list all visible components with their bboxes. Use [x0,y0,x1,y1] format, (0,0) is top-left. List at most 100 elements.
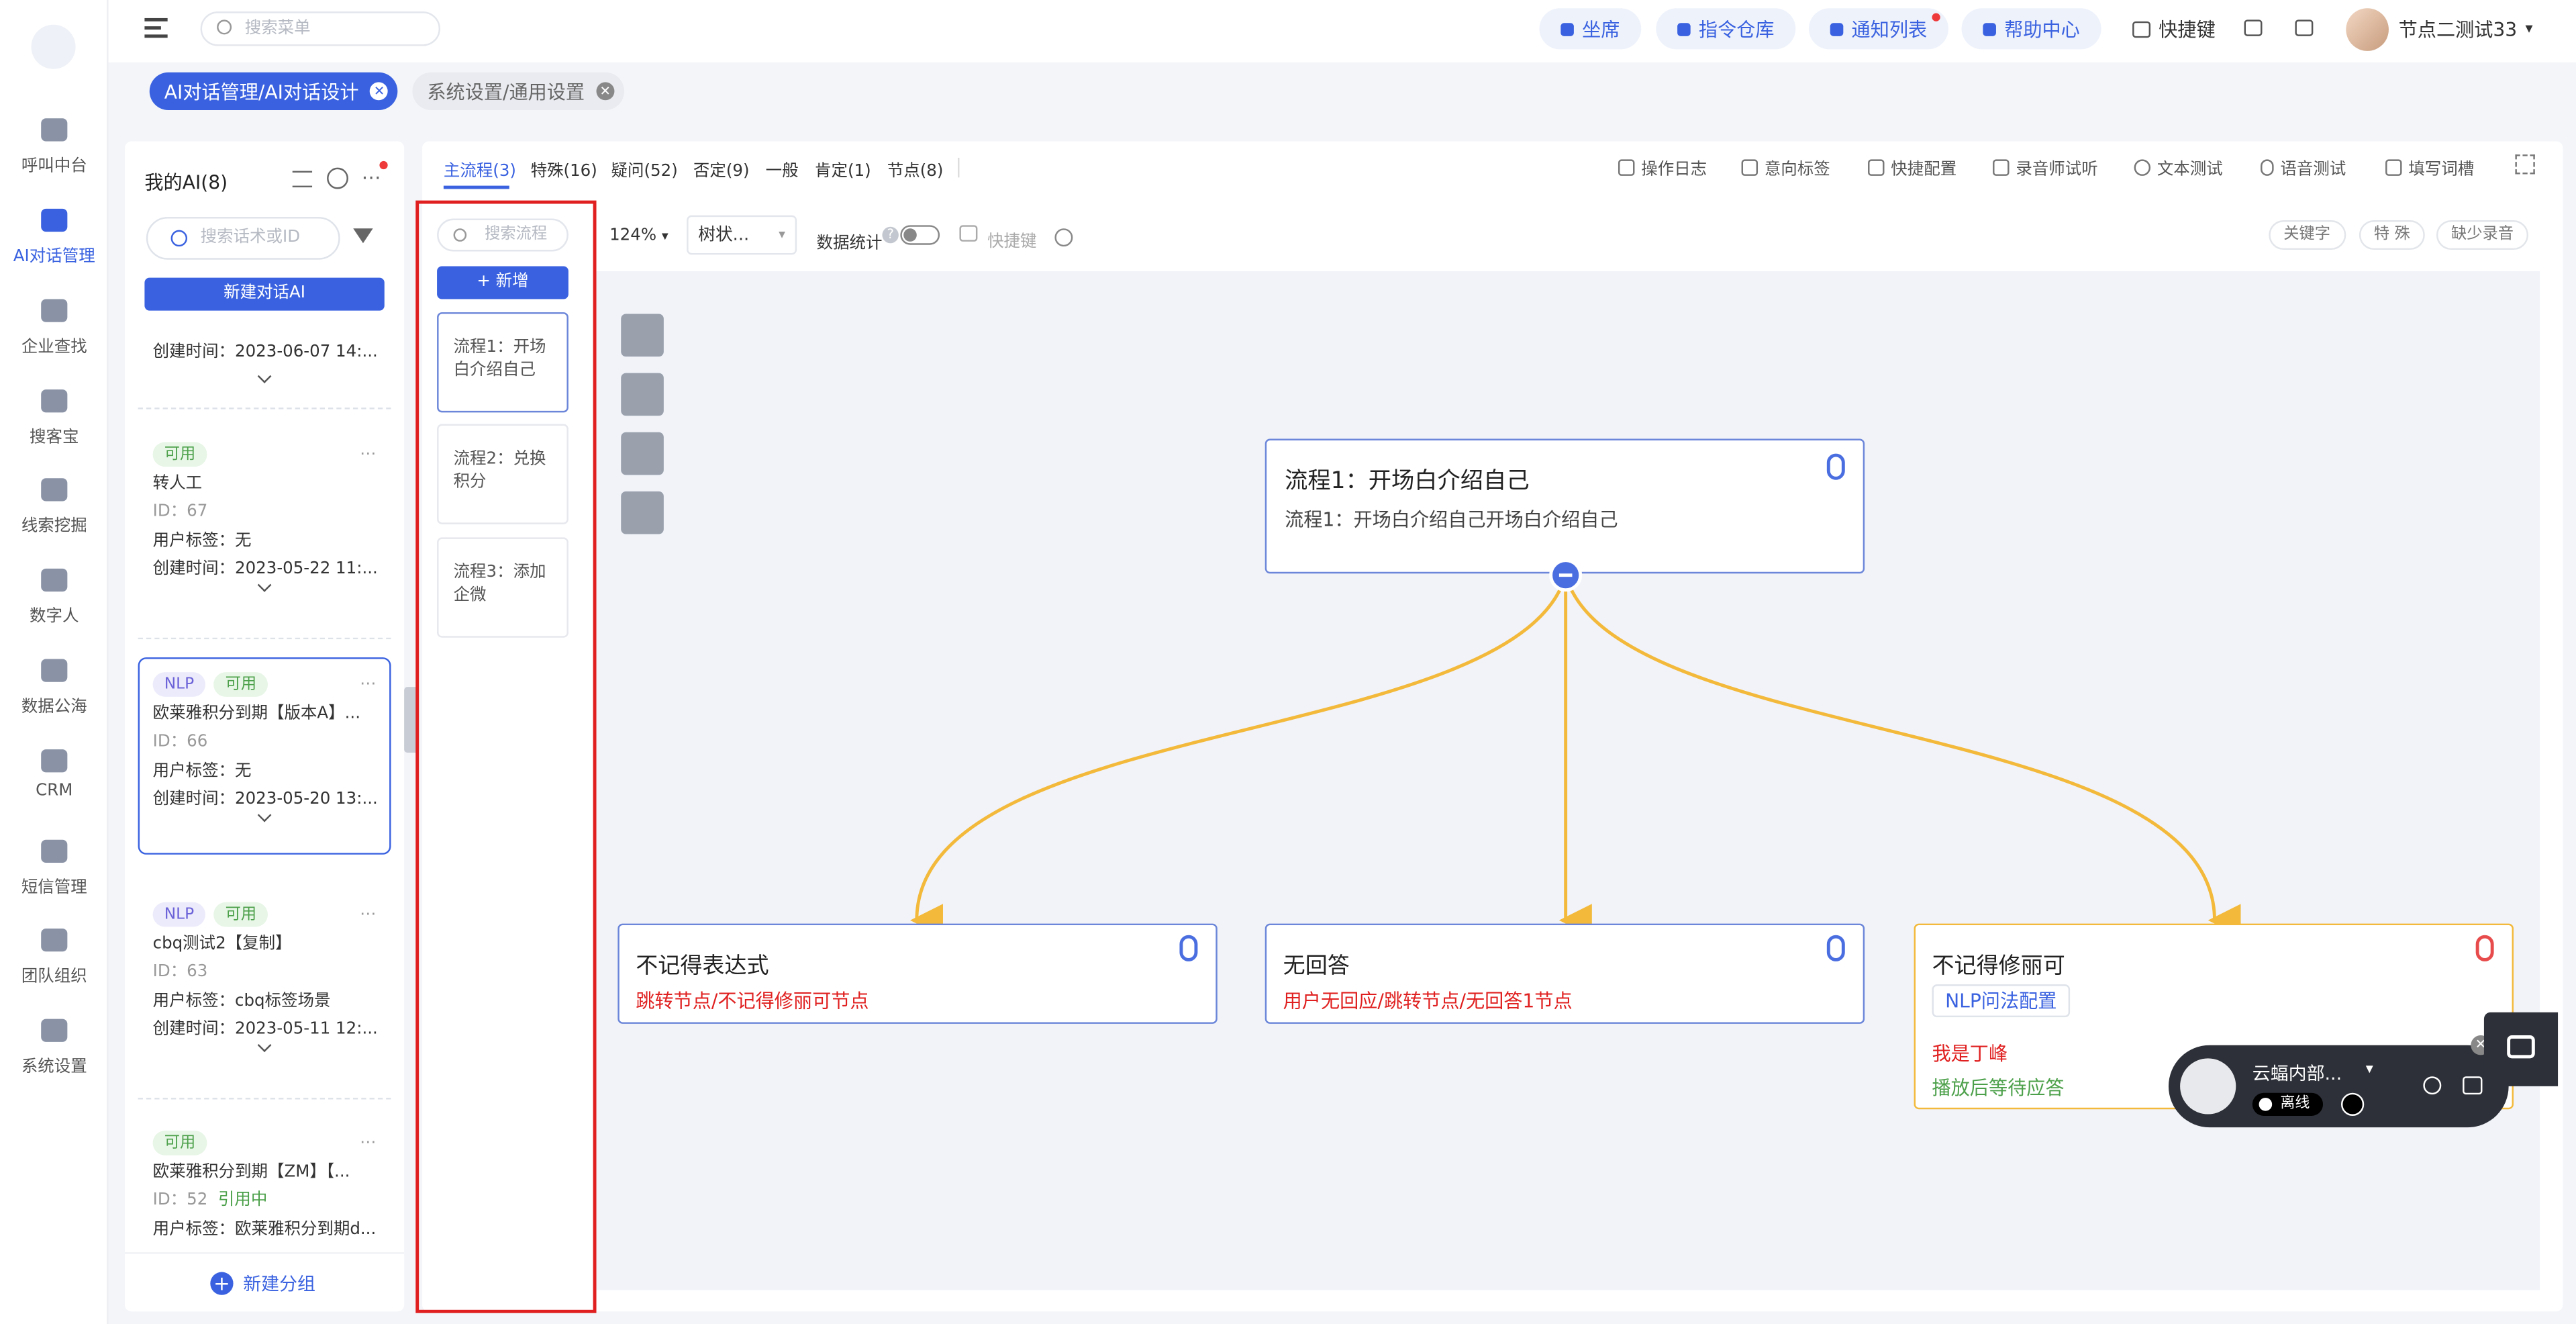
settings-icon[interactable] [2340,1092,2365,1116]
command-store-button[interactable]: 指令仓库 [1656,8,1796,50]
more-icon[interactable]: ⋯ [361,166,381,189]
reset-icon[interactable] [621,491,664,534]
mic-icon[interactable] [1826,453,1845,480]
info-icon[interactable] [2423,1076,2442,1095]
nav-item-call-center[interactable]: 呼叫中台 [0,118,109,194]
tab-ai-dialog-design[interactable]: AI对话管理/AI对话设计✕ [149,72,399,110]
missing-recording-button[interactable]: 缺少录音 [2436,220,2529,250]
toggle-knob [903,228,917,242]
tab-main-flow[interactable]: 主流程(3) [443,162,516,181]
sort-icon[interactable] [292,171,313,188]
recording-audition-button[interactable]: 录音师试听 [1993,154,2098,179]
ai-search-input[interactable]: 搜索话术或ID [146,217,340,260]
fullscreen-icon[interactable] [2515,154,2535,175]
nav-item-data-sea[interactable]: 数据公海 [0,659,109,735]
avatar[interactable] [2346,8,2389,51]
tab-negative[interactable]: 否定(9) [693,162,750,181]
chevron-down-icon[interactable] [257,369,272,383]
fill-slot-button[interactable]: 填写词槽 [2385,154,2474,179]
headset-icon [1561,22,1574,36]
flow-item-1[interactable]: 流程1：开场白介绍自己 [437,312,568,413]
phone-icon[interactable] [2180,1058,2236,1115]
more-icon[interactable]: ⋯ [360,675,377,694]
operation-log-button[interactable]: 操作日志 [1618,154,1707,179]
nav-item-enterprise[interactable]: 企业查找 [0,299,109,375]
tab-general-settings[interactable]: 系统设置/通用设置✕ [412,72,624,110]
refresh-icon[interactable] [1054,228,1073,247]
image-icon[interactable] [2295,19,2314,36]
nav-item-leads[interactable]: 线索挖掘 [0,478,109,554]
special-button[interactable]: 特 殊 [2359,220,2425,250]
filter-icon[interactable] [353,228,373,244]
intent-tag-button[interactable]: 意向标签 [1741,154,1830,179]
ai-card[interactable]: 创建时间：2023-06-07 14:... [138,337,391,383]
menu-search-input[interactable]: 搜索菜单 [200,11,440,46]
seat-button[interactable]: 坐席 [1539,8,1642,50]
tab-question[interactable]: 疑问(52) [611,162,678,181]
chevron-down-icon[interactable]: ▾ [2365,1061,2373,1078]
nav-item-ai-dialog[interactable]: AI对话管理 [0,208,109,285]
help-center-button[interactable]: 帮助中心 [1961,8,2101,50]
menu-toggle-icon[interactable] [144,17,168,38]
help-icon[interactable]: ? [882,226,899,244]
shortcut-button[interactable]: 快捷键 [2132,16,2216,42]
add-flow-button[interactable]: + 新增 [437,266,568,299]
more-icon[interactable]: ⋯ [360,445,377,464]
nav-item-digital-human[interactable]: 数字人 [0,568,109,645]
collapse-handle[interactable] [404,687,419,753]
child-node-2[interactable]: 无回答 用户无回应/跳转节点/无回答1节点 [1265,923,1865,1024]
divider [958,157,960,178]
phone-widget[interactable]: 云蝠内部... ▾ 离线 [2168,1045,2509,1128]
close-icon[interactable]: ✕ [370,82,389,101]
ai-card-selected[interactable] [138,657,391,855]
data-stat-toggle[interactable] [900,225,940,245]
user-menu[interactable]: 节点二测试33▾ [2398,17,2533,42]
notice-list-button[interactable]: 通知列表 [1808,8,1948,50]
quick-config-button[interactable]: 快捷配置 [1868,154,1956,179]
flow-search-input[interactable]: 搜索流程 [437,218,568,252]
mic-icon[interactable] [1179,935,1198,961]
zoom-out-icon[interactable] [621,373,664,416]
tab-nodes[interactable]: 节点(8) [887,162,944,181]
new-group-button[interactable]: + 新建分组 [210,1270,315,1296]
zoom-in-icon[interactable] [621,314,664,357]
collapse-node-icon[interactable] [1549,559,1583,592]
quick-key-button[interactable]: 快捷键 [987,233,1037,252]
nav-item-team[interactable]: 团队组织 [0,928,109,1004]
ai-card[interactable]: 可用⋯ 欧莱雅积分到期【ZM】【... ID：52 引用中 用户标签：欧莱雅积分… [138,1129,391,1244]
keyword-button[interactable]: 关键字 [2269,220,2346,250]
voice-test-button[interactable]: 语音测试 [2261,154,2346,179]
book-icon [41,208,68,232]
settings-icon[interactable] [327,167,348,189]
voice-assistant-button[interactable] [2483,1012,2559,1086]
more-icon[interactable]: ⋯ [360,1133,377,1152]
flow-item-2[interactable]: 流程2：兑换积分 [437,424,568,524]
ai-card[interactable]: 可用⋯ 转人工 ID：67 用户标签：无 创建时间：2023-05-22 11:… [138,440,391,592]
status-badge[interactable]: 离线 [2252,1092,2324,1116]
tab-general[interactable]: 一般 [765,162,799,181]
expand-icon[interactable] [2463,1076,2483,1095]
tab-special[interactable]: 特殊(16) [530,162,597,181]
text-test-button[interactable]: 文本测试 [2134,154,2223,179]
tab-positive[interactable]: 肯定(1) [815,162,871,181]
window-icon[interactable] [2244,19,2263,36]
close-icon[interactable]: ✕ [596,82,615,101]
mic-icon[interactable] [2475,935,2494,961]
nlp-config-button[interactable]: NLP问法配置 [1932,984,2070,1018]
mic-icon[interactable] [1826,935,1845,961]
view-mode-select[interactable]: 树状...▾ [687,215,797,255]
root-node[interactable]: 流程1：开场白介绍自己 流程1：开场白介绍自己开场白介绍自己 [1265,438,1865,592]
nav-item-settings[interactable]: 系统设置 [0,1019,109,1095]
new-ai-button[interactable]: 新建对话AI [144,277,385,311]
zoom-select[interactable]: 124% ▾ [609,226,668,245]
download-icon[interactable] [621,432,664,475]
flow-canvas[interactable]: 流程1：开场白介绍自己 流程1：开场白介绍自己开场白介绍自己 不记得表达式 跳转… [596,271,2540,1290]
more-icon[interactable]: ⋯ [360,905,377,924]
nav-item-crm[interactable]: CRM [0,749,109,825]
child-node-1[interactable]: 不记得表达式 跳转节点/不记得修丽可节点 [617,923,1218,1024]
nav-item-soukebao[interactable]: 搜客宝 [0,389,109,465]
nav-item-sms[interactable]: 短信管理 [0,839,109,916]
flow-item-3[interactable]: 流程3：添加企微 [437,537,568,638]
